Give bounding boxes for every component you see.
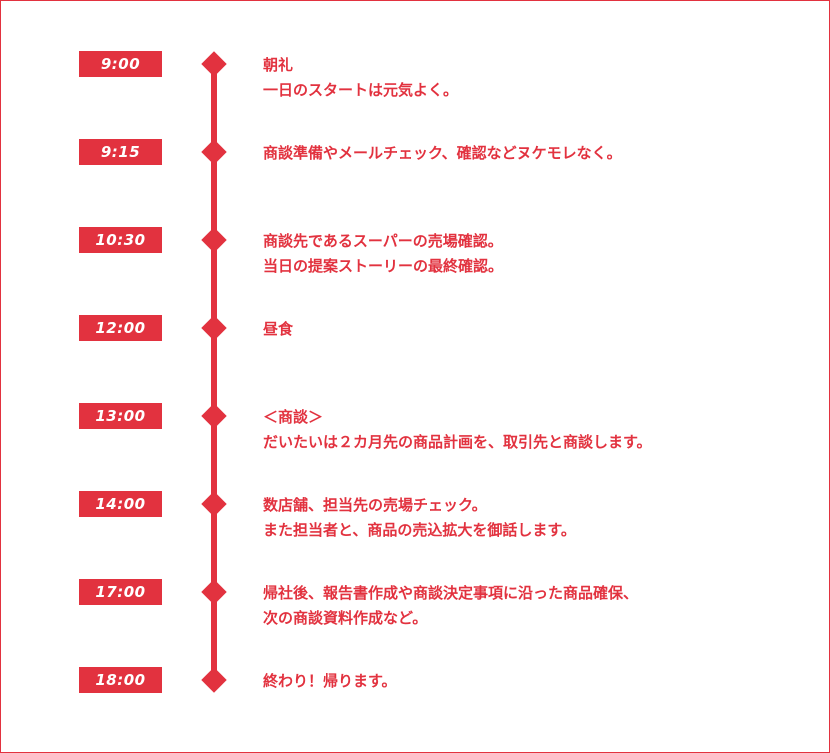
- description-line: 商談準備やメールチェック、確認などヌケモレなく。: [263, 144, 622, 162]
- time-badge: 10:30: [79, 227, 162, 253]
- description-line: 商談先であるスーパーの売場確認。: [263, 232, 503, 250]
- description-line: ＜商談＞: [263, 408, 324, 426]
- entry-description: 帰社後、報告書作成や商談決定事項に沿った商品確保、 次の商談資料作成など。: [263, 581, 638, 631]
- diamond-marker-icon: [201, 139, 227, 165]
- entry-description: 数店舗、担当先の売場チェック。 また担当者と、商品の売込拡大を御話します。: [263, 493, 576, 543]
- entry-description: 商談先であるスーパーの売場確認。 当日の提案ストーリーの最終確認。: [263, 229, 503, 279]
- time-badge: 12:00: [79, 315, 162, 341]
- entry-description: ＜商談＞ だいたいは２カ月先の商品計画を、取引先と商談します。: [263, 405, 652, 455]
- diamond-marker-icon: [201, 227, 227, 253]
- timeline-entry-0900: 9:00 朝礼 一日のスタートは元気よく。: [1, 51, 829, 111]
- entry-description: 昼食: [263, 317, 293, 342]
- entry-description: 終わり！帰ります。: [263, 669, 397, 694]
- timeline-entry-1200: 12:00 昼食: [1, 315, 829, 375]
- diamond-marker-icon: [201, 51, 227, 77]
- timeline-entry-1030: 10:30 商談先であるスーパーの売場確認。 当日の提案ストーリーの最終確認。: [1, 227, 829, 287]
- description-line: 当日の提案ストーリーの最終確認。: [263, 257, 504, 275]
- timeline-entry-1400: 14:00 数店舗、担当先の売場チェック。 また担当者と、商品の売込拡大を御話し…: [1, 491, 829, 551]
- description-line: 数店舗、担当先の売場チェック。: [263, 496, 487, 514]
- entry-description: 商談準備やメールチェック、確認などヌケモレなく。: [263, 141, 622, 166]
- timeline-entry-0915: 9:15 商談準備やメールチェック、確認などヌケモレなく。: [1, 139, 829, 199]
- description-line: 帰社後、報告書作成や商談決定事項に沿った商品確保、: [263, 584, 639, 602]
- timeline-entry-1300: 13:00 ＜商談＞ だいたいは２カ月先の商品計画を、取引先と商談します。: [1, 403, 829, 463]
- description-line: 一日のスタートは元気よく。: [263, 81, 459, 99]
- time-badge: 18:00: [79, 667, 162, 693]
- description-line: だいたいは２カ月先の商品計画を、取引先と商談します。: [263, 433, 652, 451]
- time-badge: 17:00: [79, 579, 162, 605]
- time-badge: 13:00: [79, 403, 162, 429]
- diamond-marker-icon: [201, 315, 227, 341]
- time-badge: 9:00: [79, 51, 162, 77]
- entry-description: 朝礼 一日のスタートは元気よく。: [263, 53, 458, 103]
- description-line: 次の商談資料作成など。: [263, 609, 428, 627]
- diamond-marker-icon: [201, 579, 227, 605]
- description-line: 終わり！帰ります。: [263, 672, 397, 690]
- description-line: また担当者と、商品の売込拡大を御話します。: [263, 521, 576, 539]
- description-line: 朝礼: [263, 56, 294, 74]
- timeline-entry-1800: 18:00 終わり！帰ります。: [1, 667, 829, 727]
- diamond-marker-icon: [201, 491, 227, 517]
- description-line: 昼食: [263, 320, 294, 338]
- timeline-line: [211, 64, 217, 684]
- timeline-entry-1700: 17:00 帰社後、報告書作成や商談決定事項に沿った商品確保、 次の商談資料作成…: [1, 579, 829, 639]
- diamond-marker-icon: [201, 667, 227, 693]
- diamond-marker-icon: [201, 403, 227, 429]
- time-badge: 14:00: [79, 491, 162, 517]
- time-badge: 9:15: [79, 139, 162, 165]
